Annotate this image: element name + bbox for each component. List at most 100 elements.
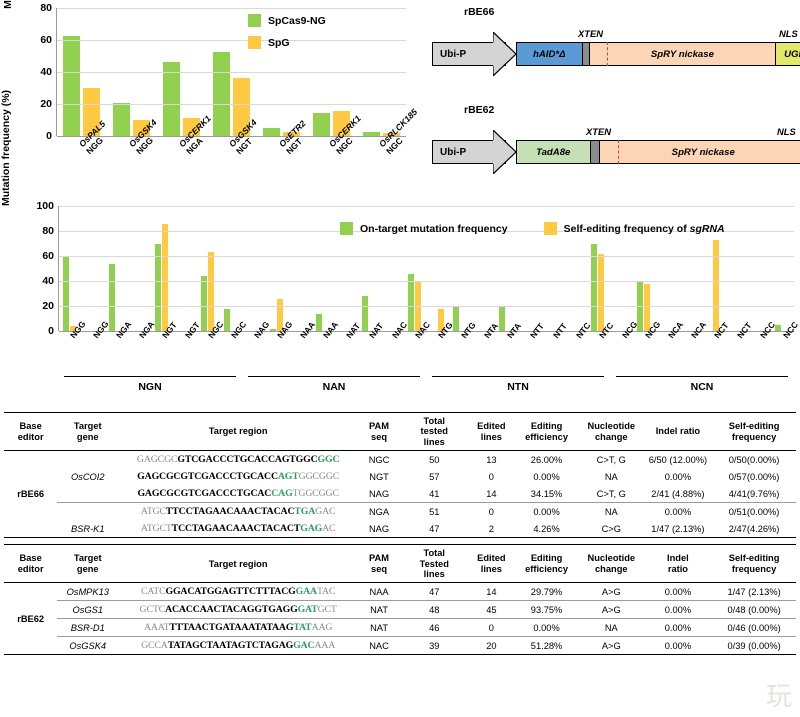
chart2-bar [644, 283, 651, 331]
watermark: 玩 [765, 682, 794, 711]
indel-ratio-cell: 0.00% [664, 471, 692, 482]
target-gene-cell: OsCOI2 [70, 471, 105, 482]
self-editing-frequency-cell: 4/41(9.76%) [728, 488, 780, 499]
cassette: TadA8e SpRY nickase [516, 140, 800, 164]
chart1-bar [163, 62, 181, 136]
chart2-bar [108, 263, 115, 331]
legend-label-spg: SpG [268, 36, 290, 49]
indel-ratio-cell: 1/47 (2.13%) [651, 523, 705, 534]
chart2-x-label: NGT [182, 320, 202, 341]
chart2-x-label: NCG [619, 319, 639, 341]
construct-title: rBE62 [464, 104, 495, 116]
chart1-bar [233, 78, 250, 136]
target-gene-cell: OsMPK13 [66, 586, 109, 597]
editing-efficiency-cell: 34.15% [530, 488, 563, 499]
chart1-bar-group [306, 8, 356, 136]
table-header-cell: Target region [208, 558, 268, 569]
chart2-category [495, 206, 518, 331]
editing-efficiency-cell: 93.75% [514, 600, 579, 619]
pam-seq-cell: NAT [358, 618, 400, 637]
chart2-bar [269, 328, 276, 331]
chart2-bar [591, 243, 598, 331]
chart2-bar [598, 253, 605, 331]
edited-lines-cell: 14 [486, 586, 497, 597]
legend-label-spcas9ng: SpCas9-NG [268, 14, 326, 27]
chart2-gridline [59, 281, 794, 282]
chart1-bar-group [57, 8, 107, 136]
target-region-cell: AAATTTTAACTGATAAATATAAGTATAAG [118, 618, 359, 637]
target-region-cell: CATCGGACATGGAGTTCTTTACGGAATAC [141, 586, 336, 598]
self-editing-frequency-cell: 2/47(4.26%) [728, 523, 780, 534]
chart1-bar-group [107, 8, 157, 136]
chart1-bar-group [256, 8, 306, 136]
chart2-legend: On-target mutation frequency Self-editin… [340, 222, 725, 235]
chart2-x-label: NTA [481, 320, 500, 341]
editing-efficiency-cell: 4.26% [533, 523, 560, 534]
chart2-bar [713, 239, 720, 331]
legend-swatch-yellow [543, 222, 557, 235]
nucleotide-change-cell: A>G [578, 636, 644, 655]
chart1-gridline [57, 40, 406, 41]
target-gene-cell: BSR-D1 [57, 618, 119, 637]
chart2-category [312, 206, 335, 331]
chart2-y-tick: 40 [42, 275, 54, 287]
chart1-gridline [57, 72, 406, 73]
construct-title: rBE66 [464, 6, 495, 18]
chart2-y-tick: 0 [48, 325, 54, 337]
segment-tada8e: TadA8e [517, 141, 591, 163]
chart2-bar [361, 296, 368, 331]
chart1-bar [183, 118, 201, 136]
chart2-group-name: NCN [690, 381, 714, 393]
chart1-y-tick: 20 [40, 98, 52, 110]
chart2-x-label: NTT [550, 321, 569, 341]
chart1-bar [282, 132, 300, 136]
segment-haid: hAID*Δ [517, 43, 583, 65]
legend-swatch-green [340, 222, 353, 235]
nls-label: NLS [777, 126, 796, 137]
chart2-category [266, 206, 289, 331]
chart2-category [449, 206, 472, 331]
pam-seq-cell: NAA [369, 586, 389, 597]
nucleotide-change-cell: NA [604, 471, 618, 482]
chart1-bar [362, 132, 380, 136]
chart2-gridline [59, 231, 794, 232]
segment [582, 43, 590, 65]
total-tested-lines-cell: 51 [399, 502, 469, 521]
chart1-gridline [57, 104, 406, 105]
pam-seq-cell: NGA [358, 502, 400, 521]
segment-sprynickase: SpRY nickase [600, 141, 800, 163]
chart2-bar [775, 324, 782, 331]
chart2-gridline [59, 256, 794, 257]
chart2-bar [437, 308, 444, 331]
legend-label-ontarget: On-target mutation frequency [360, 222, 508, 235]
dashed-marker [618, 140, 619, 164]
chart2-x-label: NTG [435, 320, 455, 341]
chart2-x-label: NCT [734, 320, 753, 341]
target-gene-cell [57, 502, 119, 521]
chart2-bar [276, 298, 283, 331]
chart1-bar [83, 88, 101, 136]
nucleotide-change-cell: NA [578, 502, 644, 521]
nucleotide-change-cell: A>G [601, 586, 621, 597]
chart1-bar [133, 119, 151, 136]
chart2-category [587, 206, 610, 331]
edited-lines-cell: 0 [468, 502, 515, 521]
